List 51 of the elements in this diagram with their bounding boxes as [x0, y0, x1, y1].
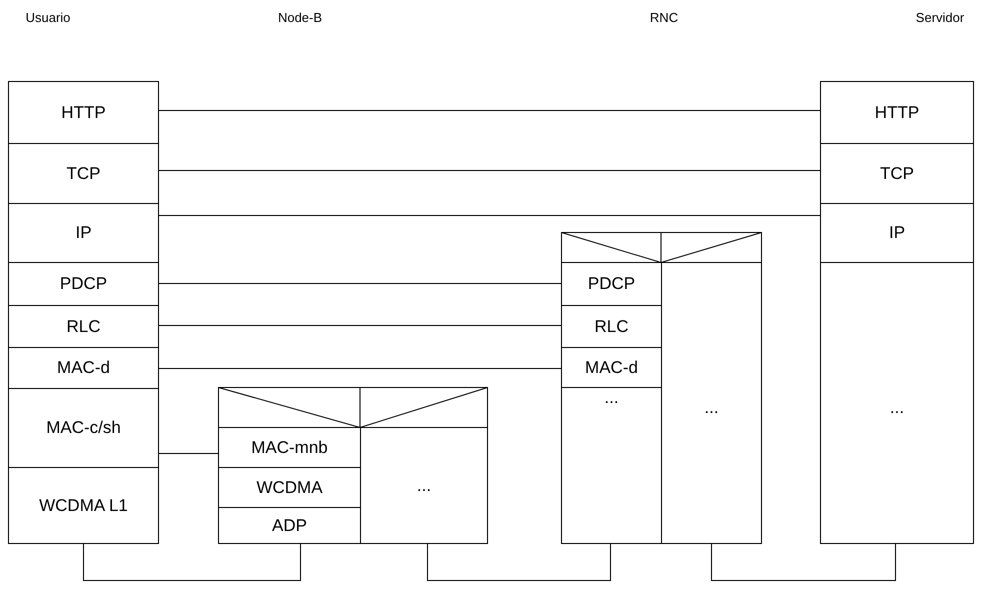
- protocol-layer-box: [8, 203, 159, 263]
- connector-line: [158, 110, 820, 111]
- column-heading: Servidor: [916, 10, 964, 25]
- layer-label: IP: [888, 223, 906, 243]
- layer-label: PDCP: [60, 274, 108, 294]
- layer-label: MAC-c/sh: [46, 418, 121, 438]
- layer-label: ...: [704, 398, 719, 418]
- protocol-layer-box: [360, 427, 488, 544]
- connector-line: [158, 453, 218, 454]
- protocol-layer-box: [8, 262, 159, 306]
- layer-label: MAC-d: [585, 358, 638, 378]
- protocol-layer-box: [820, 143, 974, 204]
- connector-line: [83, 544, 301, 581]
- protocol-layer-box: [8, 388, 159, 468]
- protocol-layer-box: [8, 143, 159, 204]
- layer-label: WCDMA L1: [39, 496, 128, 516]
- protocol-layer-box: [8, 81, 159, 144]
- layer-label: HTTP: [61, 102, 106, 122]
- protocol-layer-box: [820, 203, 974, 263]
- protocol-layer-box: [218, 507, 361, 544]
- layer-label: ...: [604, 388, 619, 408]
- layer-label: IP: [75, 223, 92, 243]
- layer-label: RLC: [594, 316, 628, 336]
- layer-label: PDCP: [588, 274, 636, 294]
- protocol-layer-box: [820, 81, 974, 144]
- connector-line: [158, 215, 820, 216]
- connector-line: [158, 368, 562, 369]
- layer-label: WCDMA: [256, 478, 323, 498]
- column-heading: Usuario: [26, 10, 70, 25]
- layer-label: ...: [416, 476, 432, 496]
- layer-label: ADP: [272, 516, 307, 536]
- protocol-layer-box: [8, 305, 159, 348]
- column-heading: Node-B: [278, 10, 322, 25]
- layer-label: ...: [890, 398, 904, 418]
- protocol-layer-box: [820, 262, 974, 544]
- layer-label: HTTP: [874, 102, 920, 122]
- protocol-layer-box: [8, 347, 159, 389]
- protocol-layer-box: [561, 387, 662, 544]
- connector-line: [427, 544, 611, 581]
- layer-label: MAC-d: [57, 358, 110, 378]
- layer-label: TCP: [66, 164, 100, 184]
- connector-line: [158, 170, 820, 171]
- column-heading: RNC: [650, 10, 678, 25]
- layer-label: RLC: [66, 316, 100, 336]
- connector-line: [158, 325, 562, 326]
- connector-line: [711, 544, 896, 581]
- protocol-layer-box: [661, 262, 762, 544]
- layer-label: TCP: [880, 164, 914, 184]
- protocol-layer-box: [8, 467, 159, 544]
- connector-line: [158, 283, 562, 284]
- layer-label: MAC-mnb: [251, 438, 328, 458]
